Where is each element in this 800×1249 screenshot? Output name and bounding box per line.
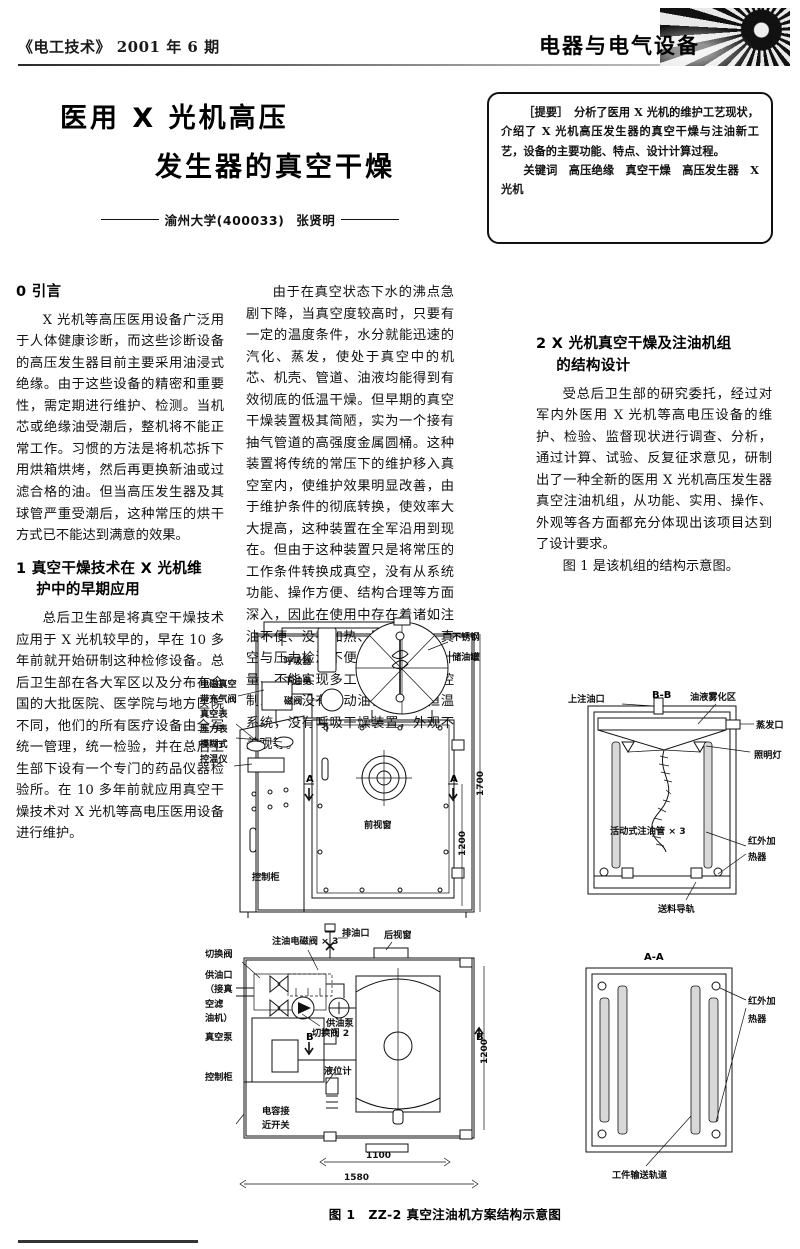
section-title-bb: B-B — [652, 690, 671, 701]
masthead-rule — [18, 64, 782, 66]
text-column-2: 由于在真空状态下水的沸点急剧下降，当真空度较高时，只要有一定的温度条件，水分就能… — [246, 282, 454, 756]
label-oil-inlet-note3: 油机） — [205, 1013, 233, 1025]
article-title-block: 医用 X 光机高压 发生器的真空干燥 渝州大学(400033) 张贤明 — [40, 96, 460, 229]
paragraph-sec2-2: 图 1 是该机组的结构示意图。 — [562, 558, 740, 574]
label-vacuum-gauge: 真空表 — [200, 708, 228, 720]
heading-section-1-line2: 护中的早期应用 — [36, 582, 140, 599]
figure-top-view: 1100 1580 1200 B B 注油电磁阀 × 3 排油口 后视窗 切换阀… — [235, 923, 490, 1189]
label-fuzzy-controller-2: 控温仪 — [200, 753, 228, 765]
label-oil-tank-2: 储油罐 — [452, 651, 480, 663]
label-movable-oil-pipe: 活动式注油管 × 3 — [610, 825, 686, 837]
label-oil-tank-1: 不锈钢 — [452, 631, 480, 643]
dim-1580: 1580 — [344, 1173, 369, 1183]
label-em-vacuum-1: 电磁真空 — [200, 679, 237, 690]
heading-section-0: 0 引言 — [16, 284, 62, 300]
dim-1100: 1100 — [366, 1151, 391, 1161]
top-view-left-labels: 切换阀 供油口 （接真 空滤 油机） 真空泵 控制柜 — [205, 948, 253, 1086]
label-pressure-gauge: 压力表 — [200, 723, 228, 735]
byline-dash-left — [100, 218, 159, 221]
dim-1200-front: 1200 — [458, 831, 468, 856]
masthead: 《电工技术》 2001 年 6 期 电器与电气设备 — [0, 0, 800, 80]
dim-1700-front: 1700 — [476, 771, 486, 796]
front-view-left-labels: 电磁真空 带充气阀 真空表 压力表 模糊式 控温仪 — [200, 678, 260, 767]
heading-section-1-line1: 1 真空干燥技术在 X 光机维 — [16, 560, 202, 577]
label-ir-heater-aa-1: 红外加 — [748, 995, 776, 1007]
label-rear-window: 后视窗 — [384, 929, 412, 941]
label-level-gauge: 液位计 — [324, 1065, 352, 1077]
gear-machine-photo — [660, 8, 790, 66]
page-title-line2: 发生器的真空干燥 — [155, 152, 395, 183]
label-ir-heater-bb-1: 红外加 — [748, 835, 776, 847]
figure-section-bb: B-B 上注油口 — [568, 690, 784, 915]
label-cap-switch-2: 近开关 — [262, 1119, 290, 1131]
label-cap-switch-1: 电容接 — [262, 1105, 290, 1117]
text-column-1: 0 引言 X 光机等高压医用设备广泛用于人体健康诊断，而这些诊断设备的高压发生器… — [16, 282, 224, 845]
heading-section-2-line1: 2 X 光机真空干燥及注油机组 — [536, 336, 732, 352]
label-em-vacuum-2: 带充气阀 — [200, 693, 237, 705]
label-upper-oil-inlet: 上注油口 — [568, 693, 605, 705]
label-switch-valve: 切换阀 — [205, 949, 233, 960]
label-vacuum-pump: 真空泵 — [205, 1031, 233, 1043]
label-oil-inlet-note1: （接真 — [205, 984, 233, 996]
label-workpiece-rail: 工件输送轨道 — [612, 1169, 668, 1181]
label-breather-3: 磁阀 — [284, 695, 302, 707]
byline-dash-right — [341, 218, 400, 221]
dim-1200-top: 1200 — [480, 1039, 490, 1064]
abstract-box: ［提要］ 分析了医用 X 光机的维护工艺现状，介绍了 X 光机高压发生器的真空干… — [487, 92, 773, 244]
svg-text:A: A — [306, 774, 314, 785]
abstract-body: 分析了医用 X 光机的维护工艺现状，介绍了 X 光机高压发生器的真空干燥与注油新… — [501, 105, 759, 158]
label-drain-port: 排油口 — [342, 927, 370, 939]
label-atomization-zone: 油液雾化区 — [690, 691, 736, 703]
heading-section-2: 2 X 光机真空干燥及注油机组 的结构设计 — [536, 334, 772, 378]
heading-section-1: 1 真空干燥技术在 X 光机维 护中的早期应用 — [16, 559, 224, 603]
svg-text:B: B — [476, 1032, 484, 1043]
abstract-label: ［提要］ — [523, 105, 563, 119]
affiliation: 渝州大学(400033) — [164, 213, 285, 228]
keywords-label: 关键词 — [523, 162, 558, 177]
abstract-paragraph: ［提要］ 分析了医用 X 光机的维护工艺现状，介绍了 X 光机高压发生器的真空干… — [501, 103, 759, 161]
label-control-cabinet-front: 控制柜 — [252, 871, 280, 883]
heading-section-2-line2: 的结构设计 — [556, 357, 631, 374]
label-switch-valve-2: 切换阀 2 — [312, 1027, 349, 1039]
page-title-line1: 医用 X 光机高压 — [60, 103, 289, 134]
label-ir-heater-bb-2: 热器 — [748, 851, 767, 863]
label-oil-inlet: 供油口 — [205, 969, 233, 981]
label-evaporation-port: 蒸发口 — [756, 719, 784, 731]
byline: 渝州大学(400033) 张贤明 — [40, 210, 460, 229]
svg-text:B: B — [306, 1032, 314, 1043]
figure-front-view: A A 1200 1700 前视窗 控制柜 呼吸器 下油电 磁阀 不锈钢 储油罐 — [233, 617, 486, 918]
section-title-aa: A-A — [644, 952, 664, 963]
paragraph-sec1-2: 由于在真空状态下水的沸点急剧下降，当真空度较高时，只要有一定的温度条件，水分就能… — [246, 285, 454, 753]
keywords-value: 高压绝缘 真空干燥 高压发生器 X 光机 — [501, 162, 759, 197]
page-bottom-rule — [18, 1240, 198, 1243]
label-oil-inlet-note2: 空滤 — [205, 998, 224, 1010]
label-control-cabinet-top: 控制柜 — [205, 1072, 233, 1084]
label-ir-heater-aa-2: 热器 — [748, 1013, 767, 1025]
text-column-3: 2 X 光机真空干燥及注油机组 的结构设计 受总后卫生部的研究委托，经过对军内外… — [536, 282, 772, 577]
label-breather-1: 呼吸器 — [284, 655, 312, 667]
author-name: 张贤明 — [296, 213, 336, 228]
section-title: 电器与电气设备 — [539, 34, 700, 58]
label-supply-pump: 供油泵 — [325, 1017, 354, 1029]
label-fuzzy-controller-1: 模糊式 — [200, 738, 228, 750]
label-breather-2: 下油电 — [284, 675, 312, 687]
label-oil-solenoid: 注油电磁阀 × 3 — [272, 935, 338, 947]
figure-caption: 图 1 ZZ-2 真空注油机方案结构示意图 — [328, 1207, 562, 1222]
label-front-window: 前视窗 — [364, 819, 392, 831]
paragraph-sec1-1: 总后卫生部是将真空干燥技术应用于 X 光机较早的，早在 10 多年前就开始研制这… — [16, 611, 224, 842]
svg-text:A: A — [450, 774, 458, 785]
figure-section-aa: A-A 红外加 热器 工件输送轨道 — [585, 952, 776, 1181]
label-lighting-lamp: 照明灯 — [754, 749, 782, 761]
paragraph-sec2-1: 受总后卫生部的研究委托，经过对军内外医用 X 光机等高电压设备的维护、检验、监督… — [536, 386, 772, 553]
label-feed-rail: 送料导轨 — [657, 903, 696, 915]
keywords-paragraph: 关键词 高压绝缘 真空干燥 高压发生器 X 光机 — [501, 161, 759, 200]
paragraph-intro: X 光机等高压医用设备广泛用于人体健康诊断，而这些诊断设备的高压发生器目前主要采… — [16, 312, 224, 544]
journal-issue-text: 《电工技术》 2001 年 6 期 — [18, 38, 220, 56]
